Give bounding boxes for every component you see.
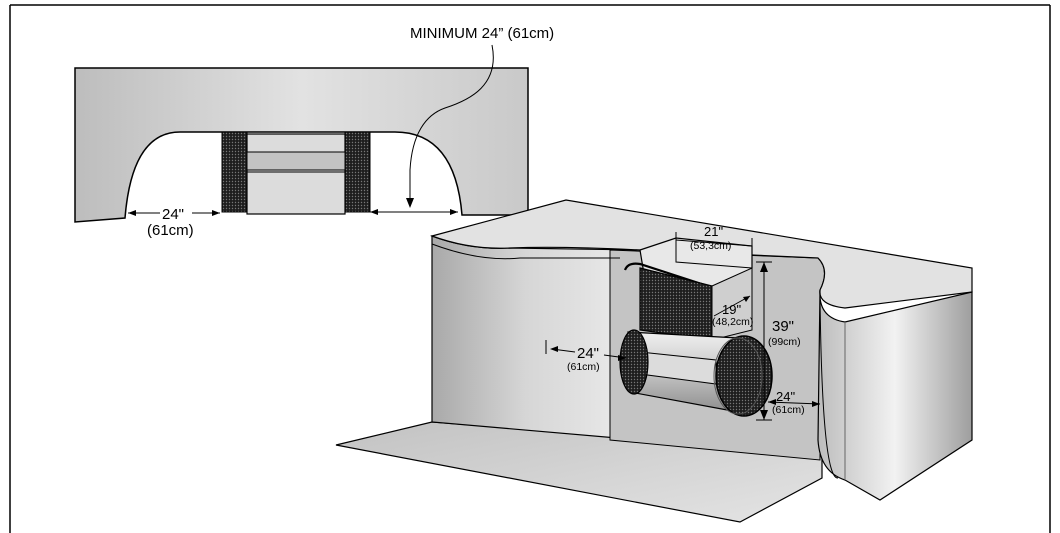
plan-view-wall	[74, 67, 529, 223]
plan-right-clearance-dimension	[370, 209, 458, 215]
width-21-cm-label: (53,3cm)	[690, 240, 731, 252]
left-clearance-in-label: 24"	[577, 345, 599, 362]
minimum-clearance-label: MINIMUM 24” (61cm)	[410, 25, 554, 42]
room-left-wall	[431, 235, 641, 441]
plan-left-clearance-dimension	[128, 210, 220, 216]
left-clearance-dimension	[545, 340, 627, 361]
room-right-column	[817, 289, 973, 501]
plan-left-width-cm-label: (61cm)	[147, 222, 194, 239]
width-21-dimension	[675, 232, 753, 254]
height-39-cm-label: (99cm)	[768, 336, 801, 348]
right-clearance-dimension	[767, 399, 821, 407]
height-39-in-label: 39"	[772, 318, 794, 335]
frame-border	[9, 4, 1051, 533]
right-clearance-in-label: 24"	[776, 389, 795, 404]
depth-19-cm-label: (48,2cm)	[712, 316, 753, 328]
width-21-in-label: 21"	[704, 224, 723, 239]
plan-view-unit	[221, 131, 371, 215]
depth-19-dimension	[713, 295, 751, 317]
left-clearance-cm-label: (61cm)	[567, 361, 600, 373]
depth-19-in-label: 19"	[722, 302, 741, 317]
perspective-unit	[619, 237, 773, 417]
right-clearance-cm-label: (61cm)	[772, 404, 805, 416]
plan-left-width-label: 24"	[162, 206, 184, 223]
leader-arrowhead	[406, 198, 414, 208]
minimum-leader-line	[409, 44, 494, 205]
height-39-dimension	[756, 261, 772, 421]
